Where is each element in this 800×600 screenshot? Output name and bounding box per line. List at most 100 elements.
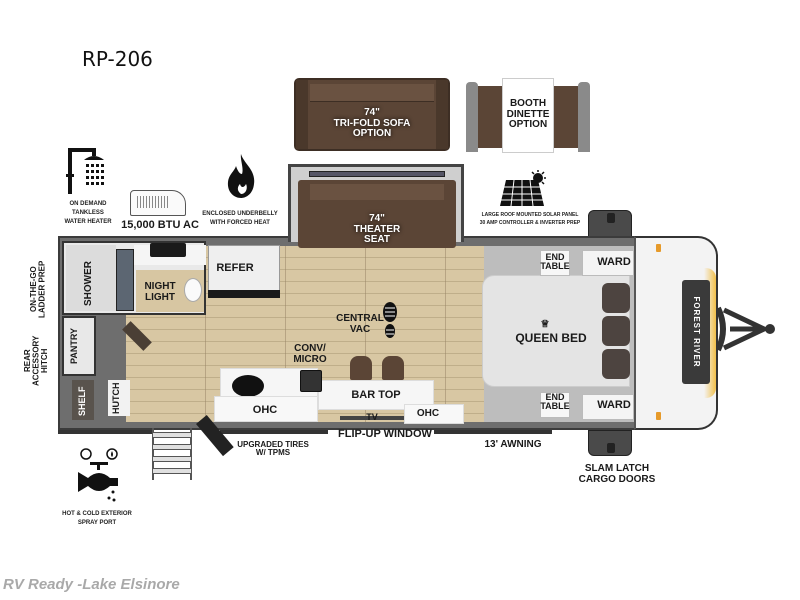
theater-seat: 74" THEATER SEAT: [298, 180, 456, 248]
entry-steps: [152, 428, 192, 480]
solar-panel-icon: [500, 170, 546, 207]
bar-stool: [382, 356, 404, 380]
end-table-bottom-line2: TABLE: [540, 401, 570, 412]
bar-stool: [350, 356, 372, 380]
underbelly-label: ENCLOSED UNDERBELLY WITH FORCED HEAT: [200, 210, 280, 228]
cargo-door-bottom: [588, 430, 632, 456]
footprint-icon: [383, 302, 397, 338]
overhead-cabinet-left: [214, 396, 318, 422]
sofa-name: TRI-FOLD SOFA: [333, 117, 411, 129]
booth-line3: OPTION: [508, 119, 548, 130]
ac-unit-icon: [130, 190, 186, 216]
latch-icon: [607, 213, 615, 223]
tv: [340, 416, 404, 420]
sofa-option-label: 74" TRI-FOLD SOFA OPTION: [296, 107, 448, 140]
cargo-line1: SLAM LATCH: [584, 463, 650, 474]
shower-icon: [66, 148, 104, 194]
bathroom-sink: [150, 243, 186, 257]
water-heater-line1: ON DEMAND: [69, 201, 107, 207]
water-heater-line2: TANKLESS: [72, 210, 104, 216]
theater-line2: SEAT: [364, 234, 390, 245]
sofa-size: 74": [364, 107, 380, 118]
booth-line2: DINETTE: [506, 108, 550, 120]
marker-light: [656, 244, 661, 252]
end-table-top-line1: END: [545, 252, 565, 262]
central-vac-line1: CENTRAL: [336, 313, 384, 324]
sofa-arm-left: [296, 80, 308, 149]
dealer-watermark: RV Ready -Lake Elsinore: [3, 576, 180, 593]
end-table-bottom-label: END TABLE: [540, 392, 570, 412]
shower-door: [116, 249, 134, 311]
hutch-label: HUTCH: [111, 382, 121, 415]
shower-stall: [66, 245, 116, 311]
pillow: [602, 349, 630, 379]
pantry: [62, 316, 96, 376]
slide-window: [309, 171, 445, 177]
central-vac-line2: VAC: [349, 323, 371, 335]
rear-hitch-label: REAR ACCESSORY HITCH: [23, 332, 56, 390]
tri-fold-sofa-option: 74" TRI-FOLD SOFA OPTION: [294, 78, 450, 151]
conv-micro-line1: CONV/: [294, 343, 326, 354]
refrigerator-base: [208, 290, 280, 298]
solar-label: LARGE ROOF MOUNTED SOLAR PANEL 30 AMP CO…: [474, 212, 586, 227]
spray-port-label: HOT & COLD EXTERIOR SPRAY PORT: [56, 510, 138, 528]
solar-line1: LARGE ROOF MOUNTED SOLAR PANEL: [481, 212, 579, 218]
cargo-line2: CARGO DOORS: [578, 473, 656, 485]
refer-label: REFER: [216, 262, 254, 274]
booth-label: BOOTH DINETTE OPTION: [503, 98, 553, 131]
theater-seat-back: [310, 184, 444, 200]
spray-port-line1: HOT & COLD EXTERIOR: [62, 511, 132, 517]
cooktop: [300, 370, 322, 392]
end-table-top-label: END TABLE: [540, 252, 570, 272]
toilet: [184, 278, 202, 302]
water-heater-line3: WATER HEATER: [64, 219, 112, 225]
brand-text: FOREST RIVER: [692, 296, 701, 368]
end-table-top: [540, 250, 570, 276]
latch-icon: [607, 443, 615, 453]
marker-light: [656, 412, 661, 420]
awning-rail: [58, 430, 154, 434]
wardrobe-bottom: [582, 394, 634, 420]
bar-top-label: BAR TOP: [351, 389, 401, 401]
awning-label: 13' AWNING: [484, 439, 542, 450]
wardrobe-top: [582, 250, 634, 276]
shower-label: SHOWER: [83, 261, 94, 307]
booth-bench-right-side: [578, 82, 590, 152]
end-table-top-line2: TABLE: [540, 261, 570, 272]
queen-bed-label: QUEEN BED: [515, 331, 587, 345]
sofa-suffix: OPTION: [352, 128, 392, 139]
pillow: [602, 283, 630, 313]
tires-line2: W/ TPMS: [255, 448, 291, 458]
tires-label: UPGRADED TIRES W/ TPMS: [228, 440, 318, 458]
solar-line2: 30 AMP CONTROLLER & INVERTER PREP: [479, 219, 581, 226]
night-light-line1: NIGHT: [144, 281, 176, 292]
night-light-line2: LIGHT: [145, 291, 175, 303]
hitch-line3: HITCH: [39, 348, 49, 374]
tires-line1: UPGRADED TIRES: [237, 440, 309, 449]
central-vac-label: CENTRAL VAC: [332, 313, 388, 335]
theater-seat-label: 74" THEATER SEAT: [298, 213, 456, 246]
ward-bottom-label: WARD: [597, 399, 631, 411]
ohc-left-label: OHC: [252, 404, 278, 416]
pillow: [602, 316, 630, 346]
ohc-right-label: OHC: [416, 408, 440, 419]
night-light-label: NIGHT LIGHT: [140, 281, 180, 303]
underbelly-line2: WITH FORCED HEAT: [210, 220, 270, 226]
end-table-bottom-line1: END: [545, 392, 565, 402]
ladder-line2: LADDER PREP: [37, 260, 47, 318]
booth-table: BOOTH DINETTE OPTION: [502, 78, 554, 153]
brand-badge: FOREST RIVER: [682, 280, 710, 384]
booth-line1: BOOTH: [509, 98, 547, 109]
model-title: RP-206: [82, 47, 153, 71]
conv-micro-line2: MICRO: [293, 353, 327, 365]
ladder-prep-label: ON-THE-GO LADDER PREP: [29, 258, 52, 320]
water-heater-label: ON DEMAND TANKLESS WATER HEATER: [56, 200, 120, 227]
sofa-arm-right: [436, 80, 448, 149]
flame-icon: [227, 154, 255, 198]
cargo-doors-label: SLAM LATCH CARGO DOORS: [572, 463, 662, 485]
kitchen-sink: [232, 375, 264, 397]
hutch: [108, 380, 130, 416]
booth-bench-right: [554, 86, 578, 148]
overhead-cabinet-right: [404, 404, 464, 424]
sofa-back: [310, 84, 434, 102]
